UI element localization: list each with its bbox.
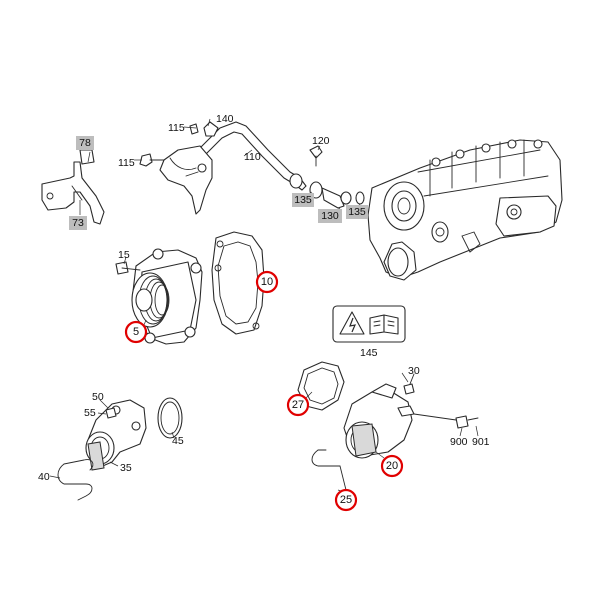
label-900: 900 [450, 436, 468, 448]
label-145: 145 [360, 347, 378, 359]
label-73: 73 [72, 217, 84, 229]
highlight-ring-27 [286, 393, 310, 417]
label-115-left: 115 [118, 157, 135, 169]
callout-labels: 78 73 115 140 115 110 120 135 130 135 15… [38, 113, 490, 512]
label-120: 120 [312, 135, 330, 147]
highlight-ring-25 [334, 488, 358, 512]
label-5: 5 [133, 326, 139, 338]
label-10: 10 [261, 276, 273, 288]
label-20: 20 [386, 460, 398, 472]
label-40: 40 [38, 471, 50, 483]
label-50: 50 [92, 391, 104, 403]
label-78: 78 [79, 137, 91, 149]
label-130: 130 [321, 210, 339, 222]
label-135-left: 135 [294, 194, 312, 206]
label-45: 45 [172, 435, 184, 447]
label-140: 140 [216, 113, 234, 125]
engine-housing-drawing [367, 139, 563, 281]
label-30: 30 [408, 365, 420, 377]
label-15: 15 [118, 249, 130, 261]
label-135b-box [346, 205, 368, 219]
label-35: 35 [120, 462, 132, 474]
water-pump-drawing [115, 248, 203, 345]
highlight-ring-20 [380, 454, 404, 478]
label-25: 25 [340, 494, 352, 506]
lower-housing-drawing [57, 397, 183, 501]
label-901: 901 [472, 436, 490, 448]
label-135-right: 135 [348, 206, 366, 218]
coolant-pipe-drawing [139, 121, 307, 215]
hose-and-clamps-drawing [309, 145, 365, 209]
label-73-box [69, 216, 87, 230]
label-78-box [76, 136, 94, 150]
label-135a-box [292, 193, 314, 207]
warning-and-manual-icon [332, 305, 406, 343]
label-130-box [318, 209, 342, 223]
bracket-drawing [41, 149, 105, 225]
thermostat-drawing [297, 361, 479, 497]
gasket-drawing [211, 231, 265, 335]
label-27: 27 [292, 399, 304, 411]
label-115-top: 115 [168, 122, 185, 134]
highlight-ring-10 [255, 270, 279, 294]
label-110: 110 [244, 151, 261, 163]
highlight-ring-5 [124, 320, 148, 344]
label-55: 55 [84, 407, 96, 419]
